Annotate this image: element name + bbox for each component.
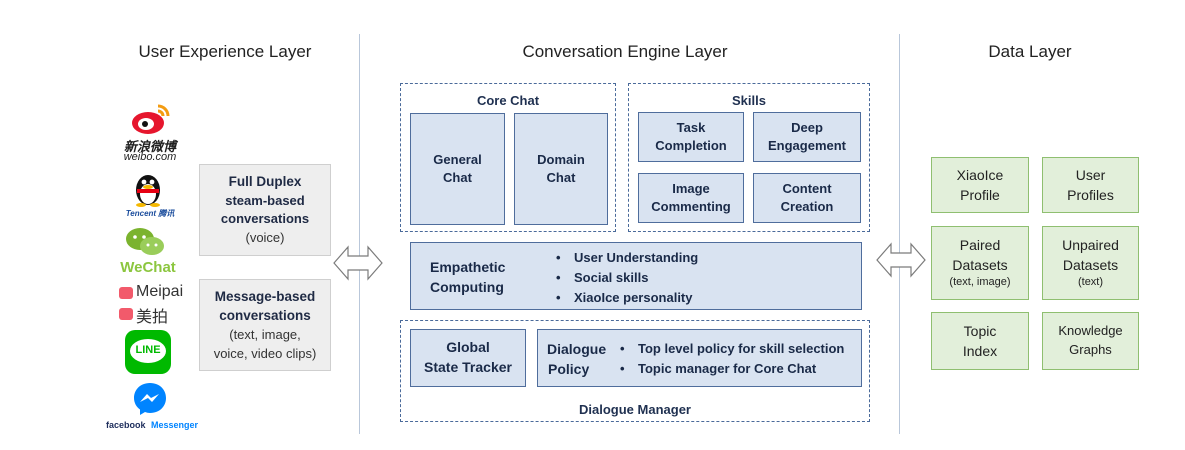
data-layer-title: Data Layer xyxy=(988,42,1072,61)
task-completion-l1: Task xyxy=(676,119,706,135)
topic-l1: Topic xyxy=(963,322,997,339)
double-arrow-right-icon xyxy=(876,242,926,278)
xiaoice-profile-box: XiaoIce Profile xyxy=(931,157,1029,213)
message-based-line3: (text, image, xyxy=(229,326,301,342)
deep-engagement-l1: Deep xyxy=(791,119,823,135)
empathetic-l1: Empathetic xyxy=(430,259,506,275)
message-based-title2: conversations xyxy=(219,308,311,324)
message-based-title1: Message-based xyxy=(214,288,316,304)
dialogue-manager-label: Dialogue Manager xyxy=(579,402,691,417)
content-creation-box: Content Creation xyxy=(753,173,861,223)
policy-bullet: Top level policy for skill selection xyxy=(620,339,844,359)
wechat-icon xyxy=(126,228,164,255)
domain-chat-box: Domain Chat xyxy=(514,113,608,225)
paired-l1: Paired xyxy=(959,236,1001,253)
domain-chat-l1: Domain xyxy=(537,151,585,167)
messenger-text-messenger: Messenger xyxy=(151,420,199,430)
policy-l1: Dialogue xyxy=(547,341,607,357)
image-commenting-l1: Image xyxy=(672,180,710,196)
unpaired-datasets-box: Unpaired Datasets (text) xyxy=(1042,226,1139,300)
user-profiles-box: User Profiles xyxy=(1042,157,1139,213)
full-duplex-line4: (voice) xyxy=(245,230,285,246)
general-chat-l1: General xyxy=(433,151,482,167)
separator-left xyxy=(359,34,360,434)
dialogue-policy-title: Dialogue Policy xyxy=(547,339,606,379)
task-completion-box: Task Completion xyxy=(638,112,744,162)
full-duplex-box: Full Duplex steam-based conversations (v… xyxy=(199,164,331,256)
tracker-l2: State Tracker xyxy=(424,359,512,375)
unpaired-l3: (text) xyxy=(1077,276,1104,289)
messenger-icon xyxy=(134,383,166,415)
user-profiles-l1: User xyxy=(1075,166,1106,183)
separator-right xyxy=(899,34,900,434)
image-commenting-l2: Commenting xyxy=(651,199,731,214)
user-profiles-l2: Profiles xyxy=(1067,187,1114,203)
general-chat-box: General Chat xyxy=(410,113,505,225)
engine-layer-title: Conversation Engine Layer xyxy=(522,42,728,61)
unpaired-l1: Unpaired xyxy=(1062,236,1119,253)
weibo-text-cn: 新浪微博 xyxy=(123,139,176,154)
topic-l2: Index xyxy=(962,343,998,359)
tracker-l1: Global xyxy=(446,339,490,356)
penguin-icon xyxy=(136,175,160,207)
weibo-text-en: weibo.com xyxy=(123,151,177,163)
message-based-line4: voice, video clips) xyxy=(213,345,317,361)
xiaoice-profile-l1: XiaoIce xyxy=(956,166,1004,183)
image-commenting-box: Image Commenting xyxy=(638,173,744,223)
global-state-tracker-box: Global State Tracker xyxy=(410,329,526,387)
knowledge-l1: Knowledge xyxy=(1058,323,1123,339)
double-arrow-left-icon xyxy=(333,245,383,281)
line-text: LINE xyxy=(135,344,161,356)
deep-engagement-box: Deep Engagement xyxy=(753,112,861,162)
general-chat-l2: Chat xyxy=(443,170,472,185)
meipai-icon-2 xyxy=(119,308,133,320)
deep-engagement-l2: Engagement xyxy=(767,138,846,153)
unpaired-l2: Datasets xyxy=(1062,257,1119,274)
paired-l2: Datasets xyxy=(952,257,1008,274)
skills-group xyxy=(628,83,870,232)
meipai-text-cn: 美拍 xyxy=(136,309,169,326)
policy-bullet: Topic manager for Core Chat xyxy=(620,359,844,379)
meipai-text-en: Meipai xyxy=(136,283,184,300)
core-chat-label: Core Chat xyxy=(476,93,540,108)
full-duplex-line2: steam-based xyxy=(225,192,305,208)
message-based-box: Message-based conversations (text, image… xyxy=(199,279,331,371)
line-icon: LINE xyxy=(125,330,171,374)
core-chat-group xyxy=(400,83,616,232)
messenger-text-facebook: facebook xyxy=(106,420,146,430)
dialogue-policy-bullets: Top level policy for skill selection Top… xyxy=(620,339,844,379)
empathetic-bullet: XiaoIce personality xyxy=(556,288,698,308)
domain-chat-l2: Chat xyxy=(546,170,576,185)
tencent-text: Tencent 腾讯 xyxy=(125,209,175,218)
xiaoice-profile-l2: Profile xyxy=(960,187,1000,203)
empathetic-bullet: User Understanding xyxy=(556,248,698,268)
task-completion-l2: Completion xyxy=(655,138,727,153)
skills-label: Skills xyxy=(732,93,766,108)
empathetic-computing-title: Empathetic Computing xyxy=(430,257,505,297)
content-creation-l1: Content xyxy=(782,180,832,196)
empathetic-l2: Computing xyxy=(430,279,504,295)
weibo-icon xyxy=(132,104,170,134)
knowledge-graphs-box: Knowledge Graphs xyxy=(1042,312,1139,370)
full-duplex-title: Full Duplex xyxy=(228,173,302,189)
wechat-text: WeChat xyxy=(120,259,176,276)
topic-index-box: Topic Index xyxy=(931,312,1029,370)
full-duplex-line3: conversations xyxy=(220,211,310,227)
paired-datasets-box: Paired Datasets (text, image) xyxy=(931,226,1029,300)
paired-l3: (text, image) xyxy=(949,276,1011,289)
policy-l2: Policy xyxy=(548,361,590,377)
knowledge-l2: Graphs xyxy=(1069,342,1112,357)
ux-layer-title: User Experience Layer xyxy=(138,42,312,61)
dialogue-manager-group xyxy=(400,320,870,422)
meipai-icon xyxy=(119,287,133,299)
content-creation-l2: Creation xyxy=(780,199,834,214)
empathetic-bullets: User Understanding Social skills XiaoIce… xyxy=(556,248,698,308)
empathetic-bullet: Social skills xyxy=(556,268,698,288)
